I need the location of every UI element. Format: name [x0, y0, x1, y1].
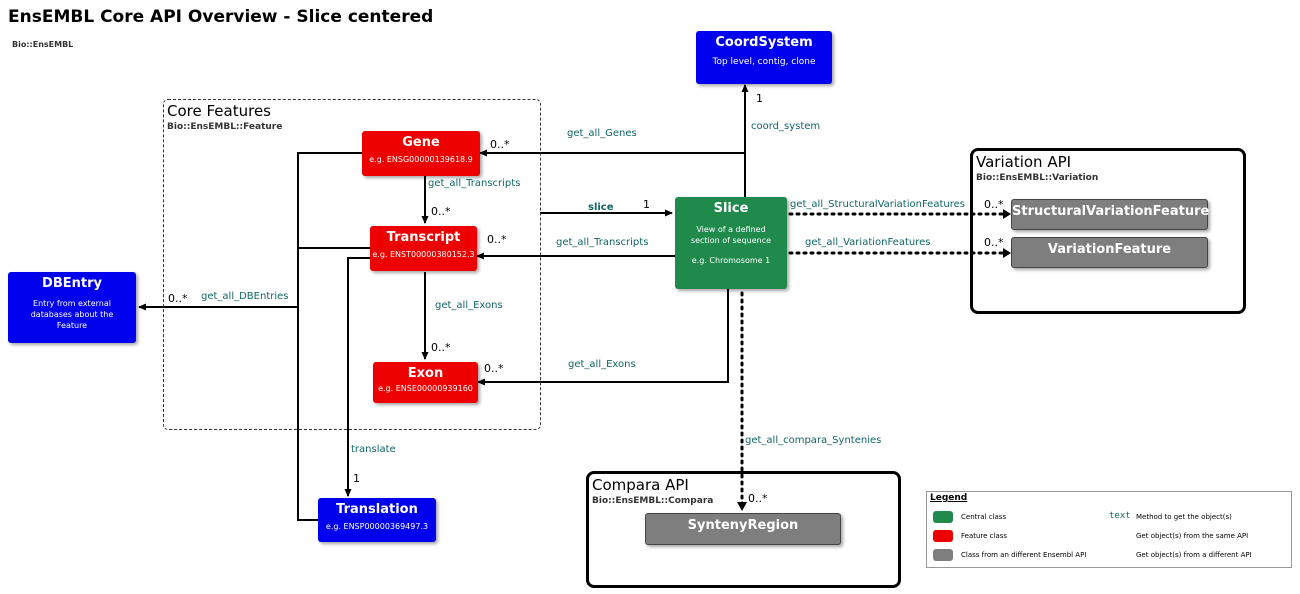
compara-api-title: Compara API — [592, 476, 689, 494]
arrowhead-synteny — [737, 502, 747, 511]
exon-class[interactable]: Exon e.g. ENSE00000939160 — [373, 362, 478, 403]
core-features-group: Core Features Bio::EnsEMBL::Feature — [163, 99, 541, 430]
legend-different-api: Class from an different Ensembl API — [961, 551, 1087, 559]
method-slice: slice — [588, 202, 614, 213]
transcript-name: Transcript — [386, 230, 461, 245]
method-get-all-exons-slice: get_all_Exons — [568, 359, 636, 370]
legend: Legend Central class Feature class Class… — [926, 491, 1292, 568]
transcript-desc: e.g. ENST00000380152.3 — [372, 250, 475, 259]
translation-desc: e.g. ENSP00000369497.3 — [325, 522, 429, 531]
arrowhead-vf — [1003, 248, 1011, 258]
cardinality-slice: 1 — [643, 198, 650, 211]
edge-slice-exon — [477, 289, 729, 386]
method-get-all-transcripts-gene: get_all_Transcripts — [428, 178, 521, 189]
transcript-class[interactable]: Transcript e.g. ENST00000380152.3 — [370, 226, 477, 271]
edge-transcript-translation — [344, 257, 370, 497]
dbentry-name: DBEntry — [42, 276, 102, 291]
legend-title: Legend — [930, 493, 968, 503]
coordsystem-desc: Top level, contig, clone — [712, 57, 816, 67]
slice-example: e.g. Chromosome 1 — [691, 256, 771, 265]
variation-api-package: Bio::EnsEMBL::Variation — [976, 173, 1099, 183]
cardinality-synteny: 0..* — [748, 492, 768, 505]
translation-name: Translation — [336, 502, 418, 517]
cardinality-transcript-from-slice: 0..* — [487, 233, 507, 246]
exon-desc: e.g. ENSE00000939160 — [378, 384, 473, 393]
method-coord-system: coord_system — [751, 121, 821, 132]
legend-feature: Feature class — [961, 532, 1008, 540]
cardinality-exon-from-transcript: 0..* — [431, 341, 451, 354]
slice-name: Slice — [713, 201, 749, 216]
legend-method: Method to get the object(s) — [1136, 513, 1232, 521]
method-get-all-svf: get_all_StructuralVariationFeatures — [790, 199, 965, 210]
structuralvariationfeature-name: StructuralVariationFeature — [1012, 204, 1210, 219]
core-features-package: Bio::EnsEMBL::Feature — [167, 122, 283, 132]
variation-api-group: Variation API Bio::EnsEMBL::Variation — [970, 148, 1246, 314]
method-translate: translate — [351, 444, 396, 455]
legend-different-api-get: Get object(s) from a different API — [1136, 551, 1252, 559]
method-get-all-exons-transcript: get_all_Exons — [435, 300, 503, 311]
core-features-title: Core Features — [167, 102, 271, 120]
translation-class[interactable]: Translation e.g. ENSP00000369497.3 — [318, 498, 436, 542]
slice-desc: View of a defined section of sequence — [690, 225, 772, 245]
variationfeature-class[interactable]: VariationFeature — [1011, 237, 1208, 268]
cardinality-vf: 0..* — [984, 236, 1004, 249]
legend-swatch-feature — [933, 530, 953, 542]
variationfeature-name: VariationFeature — [1047, 242, 1172, 257]
syntenyregion-name: SyntenyRegion — [687, 518, 799, 533]
syntenyregion-class[interactable]: SyntenyRegion — [645, 513, 841, 545]
cardinality-svf: 0..* — [984, 198, 1004, 211]
method-get-all-syntenies: get_all_compara_Syntenies — [745, 435, 882, 446]
cardinality-dbentry: 0..* — [168, 292, 188, 305]
legend-central: Central class — [961, 513, 1007, 521]
dbentry-desc: Entry from external databases about the … — [30, 299, 114, 330]
cardinality-exon-from-slice: 0..* — [484, 362, 504, 375]
method-get-all-transcripts-slice: get_all_Transcripts — [556, 237, 649, 248]
arrowhead-svf — [1003, 209, 1011, 219]
gene-name: Gene — [402, 135, 440, 150]
method-get-all-dbentries: get_all_DBEntries — [201, 291, 289, 302]
variation-api-title: Variation API — [976, 153, 1072, 171]
method-get-all-vf: get_all_VariationFeatures — [805, 237, 931, 248]
structuralvariationfeature-class[interactable]: StructuralVariationFeature — [1011, 199, 1210, 230]
coordsystem-class[interactable]: CoordSystem Top level, contig, clone — [696, 31, 832, 84]
cardinality-translation: 1 — [353, 472, 360, 485]
compara-api-package: Bio::EnsEMBL::Compara — [592, 496, 714, 506]
edge-gene-dbentry — [297, 152, 362, 521]
cardinality-gene: 0..* — [490, 138, 510, 151]
page-title: EnsEMBL Core API Overview - Slice center… — [8, 7, 434, 27]
coordsystem-name: CoordSystem — [715, 35, 813, 50]
legend-swatch-different-api — [933, 549, 953, 561]
cardinality-coordsystem: 1 — [756, 92, 763, 105]
gene-class[interactable]: Gene e.g. ENSG00000139618.9 — [362, 131, 480, 176]
legend-same-api: Get object(s) from the same API — [1136, 532, 1249, 540]
compara-api-group: Compara API Bio::EnsEMBL::Compara — [586, 471, 901, 588]
dbentry-class[interactable]: DBEntry Entry from external databases ab… — [8, 272, 136, 343]
method-get-all-genes: get_all_Genes — [567, 128, 637, 139]
gene-desc: e.g. ENSG00000139618.9 — [369, 155, 473, 164]
page-subtitle: Bio::EnsEMBL — [12, 40, 74, 49]
exon-name: Exon — [407, 366, 444, 381]
legend-text-sample: text — [1109, 511, 1131, 521]
legend-swatch-central — [933, 511, 953, 523]
cardinality-transcript-from-gene: 0..* — [431, 205, 451, 218]
slice-class[interactable]: Slice View of a defined section of seque… — [675, 197, 787, 289]
